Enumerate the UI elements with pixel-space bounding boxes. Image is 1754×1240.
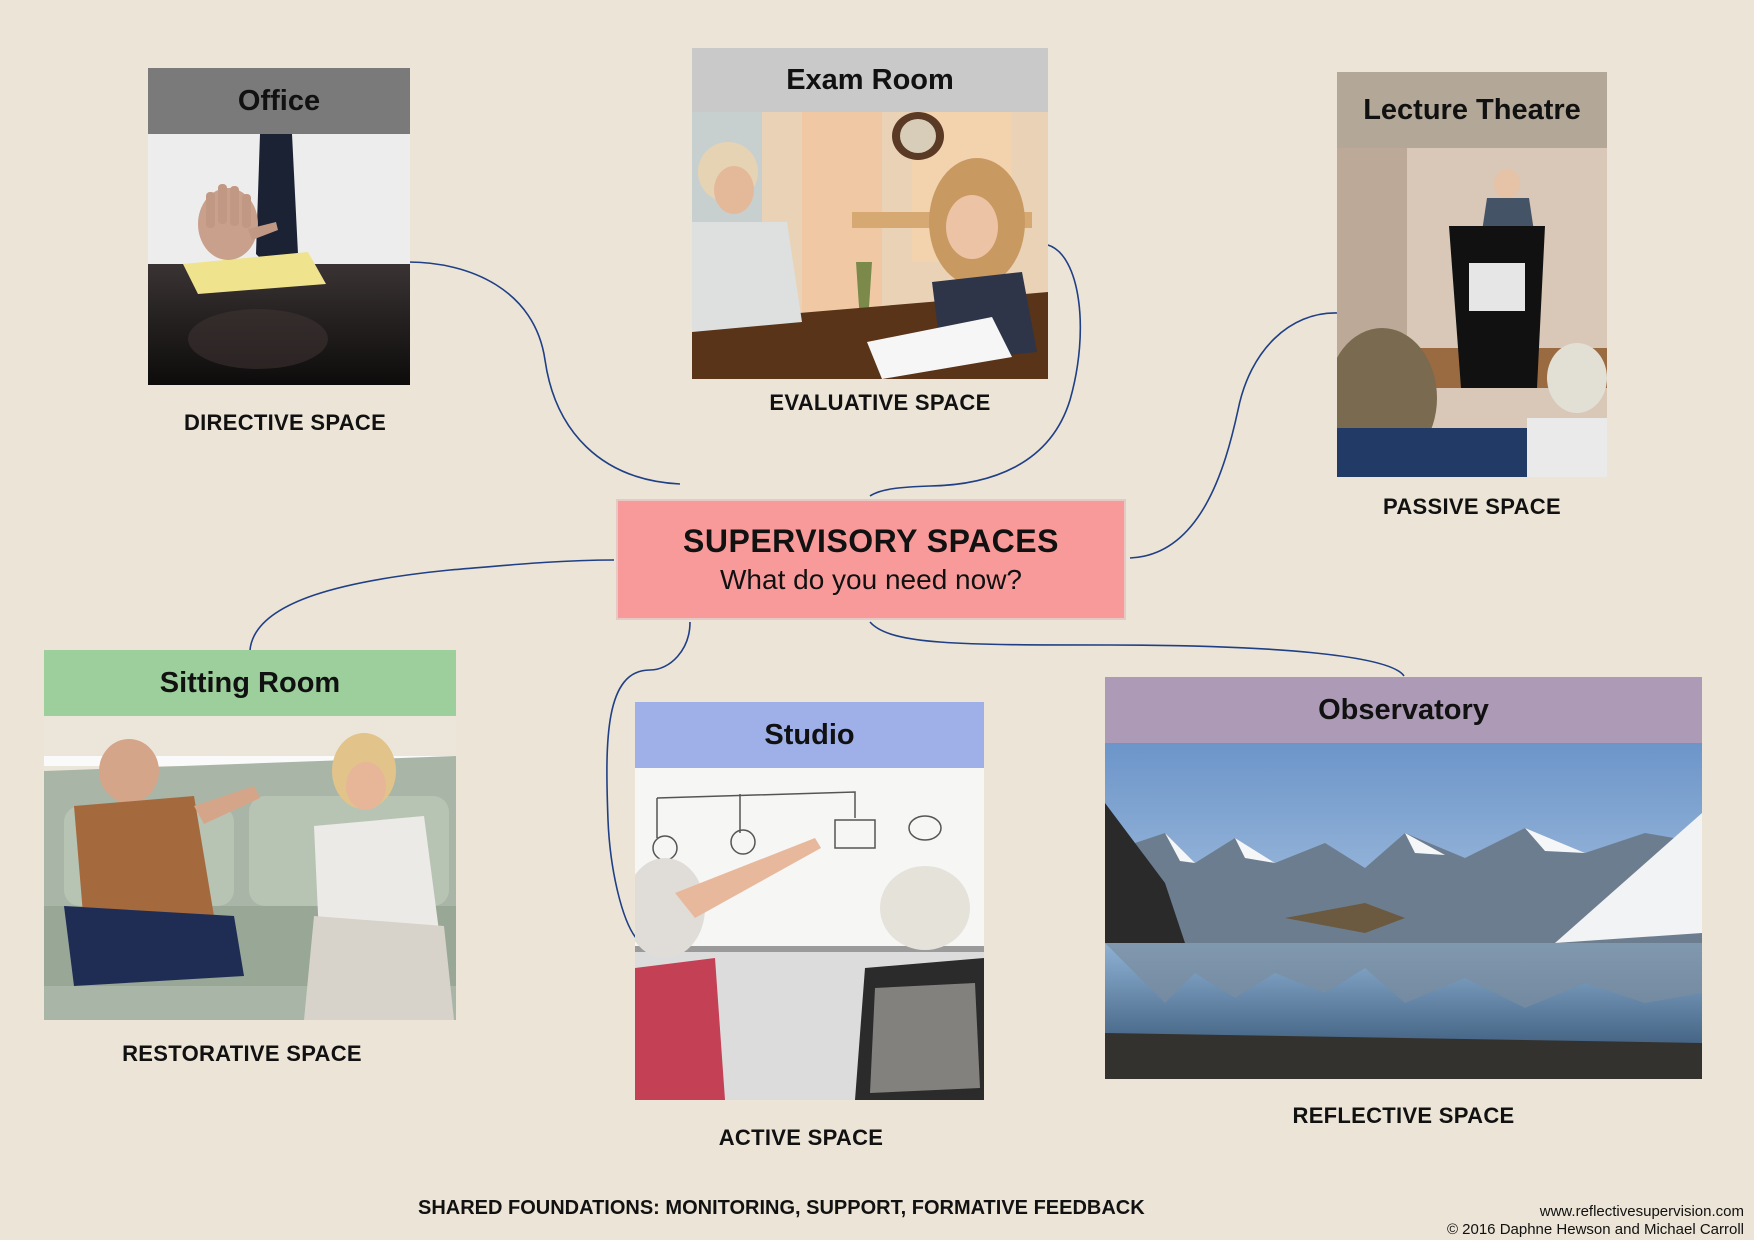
- space-label-passive: PASSIVE SPACE: [1383, 494, 1561, 519]
- photo-office-hand-stop: [148, 134, 410, 385]
- center-subtitle: What do you need now?: [720, 564, 1022, 595]
- connector-office: [407, 261, 681, 485]
- room-title: Sitting Room: [159, 666, 341, 699]
- room-title: Lecture Theatre: [1363, 93, 1581, 126]
- center-node-supervisory-spaces: SUPERVISORY SPACES What do you need now?: [616, 499, 1126, 620]
- space-label-reflective: REFLECTIVE SPACE: [1292, 1103, 1515, 1128]
- room-header-lecture-theatre: Lecture Theatre: [1337, 72, 1607, 148]
- room-title: Studio: [764, 718, 855, 751]
- card-studio: Studio: [635, 702, 984, 1100]
- photo-exam-room: [692, 112, 1048, 379]
- connector-lecture-theatre: [1129, 312, 1338, 559]
- card-sitting-room: Sitting Room: [44, 650, 456, 1020]
- card-exam-room: Exam Room: [692, 48, 1048, 379]
- shared-foundations-text: SHARED FOUNDATIONS: MONITORING, SUPPORT,…: [418, 1197, 1145, 1219]
- photo-observatory-mountain-lake: [1105, 743, 1702, 1079]
- card-observatory: Observatory: [1105, 677, 1702, 1079]
- room-title: Office: [237, 84, 321, 117]
- space-label-restorative: RESTORATIVE SPACE: [122, 1041, 362, 1066]
- connector-exam-room: [869, 244, 1082, 497]
- card-lecture-theatre: Lecture Theatre: [1337, 72, 1607, 477]
- photo-sitting-room: [44, 716, 456, 1020]
- photo-studio-whiteboard: [635, 768, 984, 1100]
- space-label-evaluative: EVALUATIVE SPACE: [769, 390, 991, 415]
- room-title: Observatory: [1318, 693, 1489, 726]
- card-office: Office: [148, 68, 410, 385]
- copyright-credit: © 2016 Daphne Hewson and Michael Carroll: [1446, 1221, 1744, 1238]
- room-header-studio: Studio: [635, 702, 984, 768]
- photo-lecture-theatre: [1337, 148, 1607, 477]
- room-header-exam-room: Exam Room: [692, 48, 1048, 112]
- connector-studio: [606, 621, 691, 939]
- space-label-directive: DIRECTIVE SPACE: [183, 410, 387, 435]
- room-title: Exam Room: [786, 63, 954, 96]
- room-header-observatory: Observatory: [1105, 677, 1702, 743]
- room-header-sitting-room: Sitting Room: [44, 650, 456, 716]
- space-label-active: ACTIVE SPACE: [718, 1125, 884, 1150]
- connector-observatory: [869, 621, 1405, 677]
- room-header-office: Office: [148, 68, 410, 134]
- connector-sitting-room: [249, 559, 615, 651]
- center-title: SUPERVISORY SPACES: [683, 523, 1059, 559]
- website-credit: www.reflectivesupervision.com: [1539, 1203, 1744, 1220]
